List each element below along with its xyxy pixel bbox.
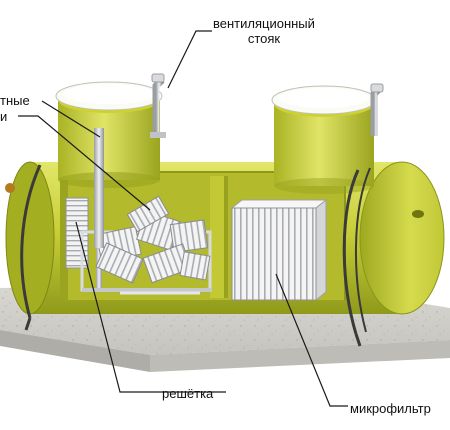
leader-partial-2 — [18, 115, 151, 211]
leader-vent — [167, 30, 212, 89]
outlet-port — [5, 183, 424, 218]
anchor-straps — [20, 164, 371, 347]
microfilter-block — [230, 198, 328, 302]
label-microfilter: микрофильтр — [350, 401, 431, 416]
filter-basket — [80, 195, 212, 295]
ventilation-riser — [150, 73, 384, 138]
leader-lines — [18, 30, 348, 407]
left-neck — [55, 81, 163, 248]
label-partial-bottom: и — [0, 109, 8, 124]
leader-partial-1 — [41, 100, 101, 138]
right-neck — [271, 85, 377, 194]
label-ventilation-riser: вентиляционный стояк — [213, 16, 315, 46]
leader-micro — [275, 273, 348, 407]
label-partial-top: тные — [0, 93, 30, 108]
leader-grate — [75, 221, 226, 393]
label-vent-line1: вентиляционный — [213, 16, 315, 31]
label-grate: решётка — [162, 386, 214, 401]
label-vent-line2: стояк — [247, 31, 281, 46]
